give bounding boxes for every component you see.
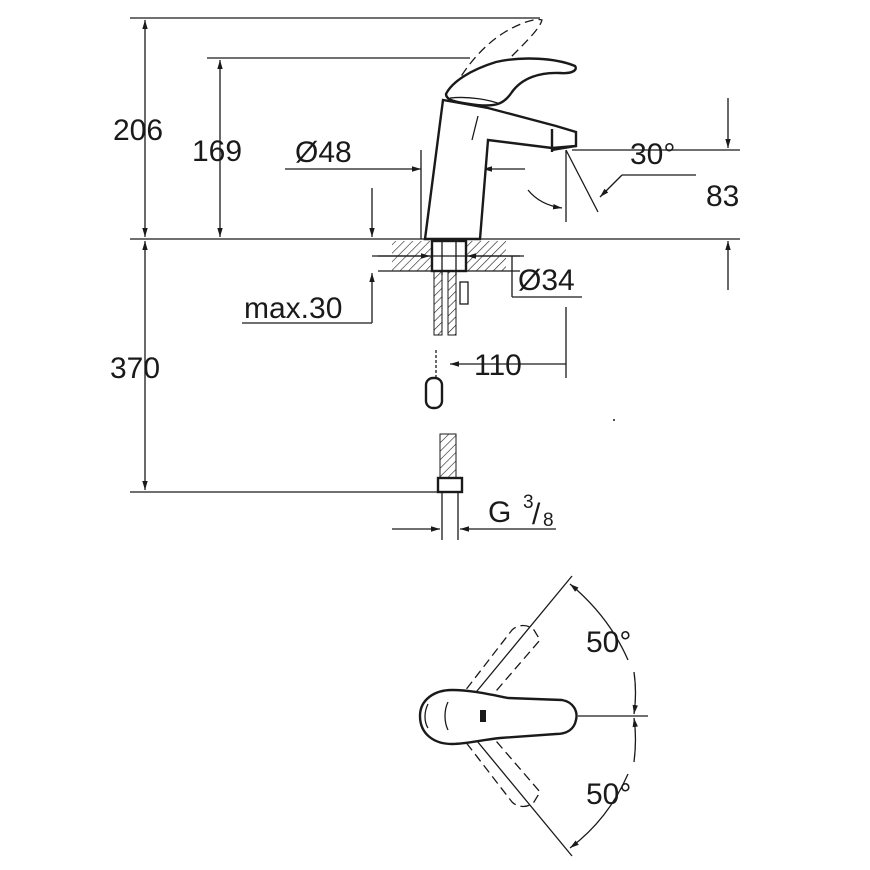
pull-knob bbox=[424, 376, 444, 410]
thread-g-label: G bbox=[488, 496, 511, 529]
top-view: 50° 50° bbox=[418, 419, 648, 857]
angle-arc-top-lower bbox=[632, 671, 638, 715]
dim-base-diameter-label: Ø48 bbox=[295, 136, 352, 169]
lever-left-position bbox=[457, 624, 541, 713]
spout-angle-label: 30° bbox=[630, 138, 675, 171]
lever-angle-top-label: 50° bbox=[586, 626, 631, 659]
spout-angle-ray bbox=[565, 149, 599, 213]
lever-raised-position bbox=[447, 18, 543, 105]
indicator-mark-icon bbox=[480, 710, 486, 722]
hose-left bbox=[433, 270, 443, 336]
hose-fitting bbox=[436, 476, 464, 494]
top-ray-upper bbox=[457, 575, 573, 715]
angle-arc-top-upper bbox=[569, 583, 629, 661]
thread-slash: / bbox=[532, 498, 541, 531]
dim-spout-height-label: 169 bbox=[192, 135, 242, 168]
dim-hose-length-label: 370 bbox=[110, 352, 160, 385]
thread-numerator-label: 3 bbox=[523, 492, 534, 513]
dim-total-height-label: 206 bbox=[113, 114, 163, 147]
dim-max-deck-label: max.30 bbox=[244, 292, 342, 325]
hose-lower bbox=[439, 433, 457, 479]
dim-reach-label: 110 bbox=[474, 349, 522, 382]
lever-angle-bottom-label: 50° bbox=[586, 778, 631, 811]
thread-denominator-label: 8 bbox=[543, 510, 554, 531]
angle-leader-arrow bbox=[599, 174, 623, 198]
faucet-top-body bbox=[418, 688, 578, 746]
angle-arc-bottom-upper bbox=[632, 717, 638, 763]
body-detail-line bbox=[471, 115, 479, 141]
faucet-lever bbox=[444, 57, 577, 107]
angle-arc-bottom-lower bbox=[569, 773, 629, 849]
top-body-detail-left bbox=[444, 701, 449, 731]
angle-arc-left bbox=[527, 189, 563, 210]
lift-rod-connector bbox=[459, 281, 469, 305]
aerator-bottom bbox=[551, 144, 577, 152]
lever-underside bbox=[449, 96, 501, 105]
dim-hole-diameter-label: Ø34 bbox=[518, 264, 575, 297]
dim-outlet-height-label: 83 bbox=[706, 180, 739, 213]
stray-dot bbox=[613, 419, 615, 421]
side-view: 206 169 Ø48 30° 83 bbox=[110, 17, 740, 540]
top-body-detail-front bbox=[424, 703, 429, 729]
lever-right-position bbox=[457, 719, 541, 808]
hose-right bbox=[447, 270, 457, 336]
